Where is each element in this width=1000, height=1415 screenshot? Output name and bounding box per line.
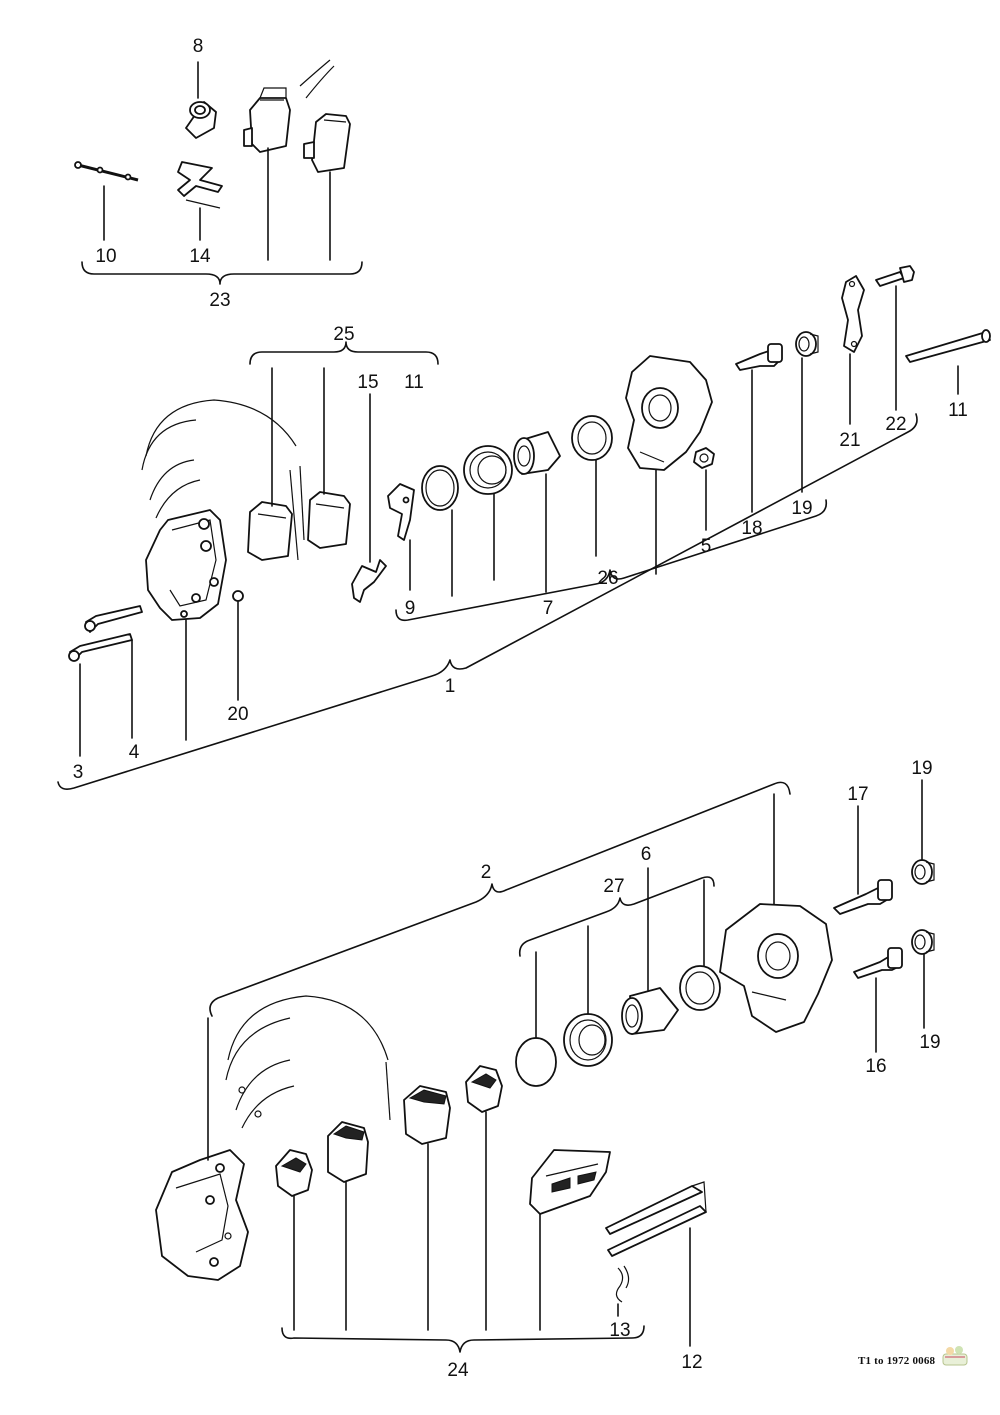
- callout-23: 23: [209, 290, 230, 311]
- callout-4: 4: [129, 742, 140, 763]
- callout-19-lower-bottom: 19: [919, 1032, 940, 1053]
- cotter-pin-13: [615, 1265, 630, 1303]
- callout-1: 1: [445, 676, 456, 697]
- locking-plate-21: [841, 275, 865, 353]
- callout-27: 27: [603, 876, 624, 897]
- footer-reference: T1 to 1972 0068: [858, 1355, 936, 1367]
- brake-disc-outline-lower: [225, 995, 391, 1129]
- dust-seal-upper: [463, 445, 513, 495]
- spreader-spring-15: [351, 559, 387, 603]
- pad-shim-right: [465, 1065, 503, 1113]
- callout-labels: 8 10 14 23 25 15 11 9 7 26 5 18 19 21 22…: [73, 36, 968, 1381]
- dust-cap-19-lower-b: [911, 929, 935, 955]
- callout-18: 18: [741, 518, 762, 539]
- pad-kit-group-23: [74, 59, 363, 285]
- callout-15: 15: [357, 372, 378, 393]
- brake-pad-outer: [299, 59, 351, 173]
- callout-10: 10: [95, 246, 116, 267]
- bleeder-valve-17: [833, 879, 893, 915]
- piston-7: [513, 431, 561, 475]
- caliper-assembly-1: [57, 265, 991, 790]
- callout-26: 26: [597, 568, 618, 589]
- callout-25: 25: [333, 324, 354, 345]
- shim-clip-8: [185, 101, 217, 139]
- piston-seal-lower: [679, 965, 721, 1011]
- dust-seal-lower: [563, 1013, 613, 1067]
- callout-12: 12: [681, 1352, 702, 1373]
- pad-shim-left: [275, 1149, 313, 1197]
- caliper-housing-upper: [145, 509, 227, 621]
- callout-16: 16: [865, 1056, 886, 1077]
- callout-24: 24: [447, 1360, 469, 1381]
- brake-pad-upper-inner: [247, 501, 293, 561]
- caliper-assembly-2: [155, 779, 935, 1353]
- callout-22: 22: [885, 414, 906, 435]
- callout-13: 13: [609, 1320, 630, 1341]
- callout-20: 20: [227, 704, 248, 725]
- dust-cap-19-lower-a: [911, 859, 935, 885]
- brake-pad-lower-1: [327, 1121, 369, 1183]
- piston-lower: [621, 987, 679, 1035]
- callout-19-upper: 19: [791, 498, 812, 519]
- retaining-pin-10: [74, 161, 139, 182]
- callout-21: 21: [839, 430, 860, 451]
- brake-pad-inner: [243, 87, 291, 153]
- vw-logo-icon: [942, 1346, 968, 1366]
- retaining-ring-lower: [515, 1037, 557, 1087]
- bolt-4: [84, 605, 143, 633]
- bolt-3: [68, 633, 133, 662]
- dust-cap-19-upper: [795, 331, 819, 357]
- callout-19-lower-top: 19: [911, 758, 932, 779]
- callout-2: 2: [481, 862, 492, 883]
- retaining-pin-12: [605, 1181, 707, 1257]
- bolt-22: [875, 265, 915, 287]
- piston-seal-upper: [571, 415, 613, 461]
- callout-11-right: 11: [948, 400, 968, 421]
- callout-5: 5: [701, 536, 712, 557]
- brake-pad-upper-outer: [307, 491, 351, 549]
- callout-14: 14: [189, 246, 211, 267]
- retaining-pin-11-right: [905, 329, 991, 363]
- washer-20: [232, 590, 244, 602]
- caliper-half-upper: [625, 355, 713, 471]
- callout-11-upper: 11: [404, 372, 424, 393]
- retaining-ring-upper: [421, 465, 459, 511]
- nut-5: [693, 447, 715, 469]
- callout-17: 17: [847, 784, 868, 805]
- spreader-spring-lower: [529, 1149, 611, 1215]
- bleeder-valve-16: [853, 947, 903, 979]
- spreader-spring-14: [177, 161, 223, 209]
- callout-7: 7: [543, 598, 554, 619]
- caliper-half-lower-left: [155, 1149, 249, 1281]
- callout-6: 6: [641, 844, 652, 865]
- piston-plate-9: [387, 483, 415, 541]
- callout-9: 9: [405, 598, 416, 619]
- brake-disc-outline-upper: [141, 399, 305, 561]
- brake-pad-lower-2: [403, 1085, 451, 1145]
- callout-8: 8: [193, 36, 204, 57]
- callout-3: 3: [73, 762, 84, 783]
- caliper-half-lower-right: [719, 903, 833, 1033]
- bleeder-valve-18: [735, 343, 783, 371]
